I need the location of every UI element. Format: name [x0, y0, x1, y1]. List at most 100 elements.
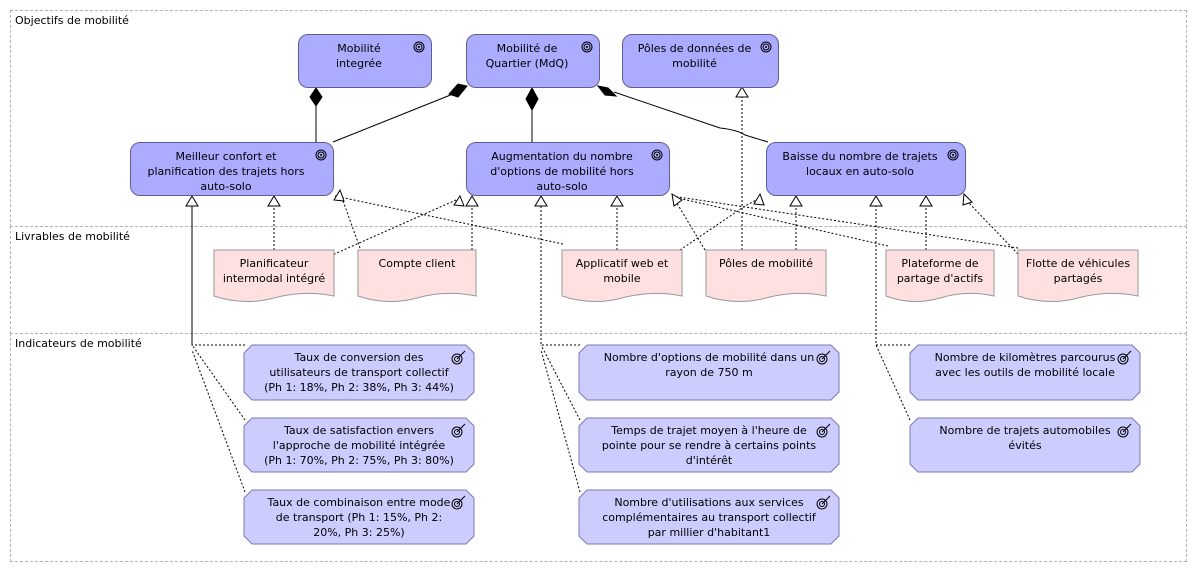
deliverable-planificateur[interactable]: Planificateur intermodal intégré: [214, 250, 334, 292]
goal-label: Augmentation du nombre d'options de mobi…: [490, 150, 634, 193]
goal-baisse-trajets[interactable]: Baisse du nombre de trajets locaux en au…: [766, 142, 966, 196]
edge-planificateur-options: [329, 199, 457, 257]
edge-flotte-baisse: [965, 199, 1019, 255]
arrowhead-baisse-b: [789, 195, 803, 207]
arrowhead-confort-left: [185, 195, 199, 207]
diamond-mdq-right: [596, 85, 618, 97]
edge-km-baisse: [875, 205, 910, 346]
diamond-integree: [309, 87, 323, 107]
outcome-label: Taux de conversion des utilisateurs de t…: [264, 351, 454, 394]
arrowhead-confort-mid: [267, 195, 281, 207]
target-icon: [413, 41, 425, 53]
outcome-shape-conversion: [243, 344, 475, 401]
deliverable-label: Compte client: [378, 256, 456, 270]
diamond-mdq-left: [448, 83, 468, 98]
target-arrow-icon: [1117, 350, 1132, 365]
goal-poles-donnees[interactable]: Pôles de données de mobilité: [622, 34, 779, 88]
composition-edges: [315, 91, 769, 143]
lane-label-livrables: Livrables de mobilité: [15, 230, 130, 243]
goal-augmentation-options[interactable]: Augmentation du nombre d'options de mobi…: [466, 142, 670, 196]
arrowhead-baisse-d: [919, 195, 933, 207]
composition-diamonds: [309, 83, 618, 112]
outcome-label: Nombre d'options de mobilité dans un ray…: [603, 351, 815, 379]
realization-arrowheads: [185, 86, 973, 207]
outcome-nb-options[interactable]: Nombre d'options de mobilité dans un ray…: [579, 345, 839, 385]
goal-label: Baisse du nombre de trajets locaux en au…: [782, 150, 938, 178]
outcome-label: Nombre d'utilisations aux services compl…: [602, 495, 816, 539]
target-arrow-icon: [451, 350, 466, 365]
lane-label-objectifs: Objectifs de mobilité: [15, 14, 129, 27]
deliverable-label: Applicatif web et mobile: [575, 257, 669, 285]
edge-confort-mdq: [332, 91, 459, 143]
target-icon: [760, 41, 772, 53]
deliverable-applicatif[interactable]: Applicatif web et mobile: [562, 250, 682, 292]
outcome-shape-trajets: [909, 417, 1141, 473]
edge-applicatif-confort: [334, 195, 564, 245]
outcome-trajets-evites[interactable]: Nombre de trajets automobiles évités: [910, 418, 1140, 458]
edge-poles-options: [674, 199, 706, 251]
outcome-shape-satisfaction: [243, 417, 475, 473]
target-icon: [947, 149, 959, 161]
goal-label: Pôles de données de mobilité: [637, 42, 752, 70]
deliverable-shape-plateforme: [885, 249, 995, 302]
outcome-label: Taux de satisfaction envers l'approche d…: [264, 423, 454, 467]
deliverable-shape-flotte: [1017, 249, 1139, 302]
target-arrow-icon: [816, 423, 831, 438]
deliverable-label: Flotte de véhicules partagés: [1025, 257, 1131, 285]
arrowhead-options-a: [453, 194, 465, 207]
arrowhead-options-e: [671, 193, 683, 207]
deliverable-shape-planificateur: [213, 249, 335, 302]
deliverable-shape-compte: [357, 249, 477, 302]
deliverable-label: Planificateur intermodal intégré: [222, 257, 326, 285]
arrowhead-poles-donnees: [735, 86, 749, 98]
target-arrow-icon: [451, 423, 466, 438]
target-icon: [581, 41, 593, 53]
deliverable-shape-poles: [705, 249, 827, 302]
outcome-combinaison[interactable]: Taux de combinaison entre mode de transp…: [244, 490, 474, 544]
target-arrow-icon: [816, 350, 831, 365]
edge-baisse-mdq: [613, 91, 769, 143]
target-icon: [315, 149, 327, 161]
edge-combinaison-confort: [191, 349, 246, 493]
outcome-utilisations[interactable]: Nombre d'utilisations aux services compl…: [579, 490, 839, 544]
target-arrow-icon: [1117, 423, 1132, 438]
outcome-label: Taux de combinaison entre mode de transp…: [267, 495, 451, 539]
goal-label: Meilleur confort et planification des tr…: [147, 150, 305, 193]
goal-meilleur-confort[interactable]: Meilleur confort et planification des tr…: [130, 142, 334, 196]
goal-mobilite-quartier[interactable]: Mobilité de Quartier (MdQ): [466, 34, 600, 88]
arrowhead-baisse-e: [962, 192, 973, 206]
arrowhead-baisse-a: [753, 192, 765, 206]
edge-applicatif-baisse: [679, 197, 761, 251]
lane-indicateurs: Indicateurs de mobilité: [10, 333, 1187, 562]
outcome-target-icons: [451, 350, 1132, 510]
target-arrow-icon: [816, 495, 831, 510]
outcome-label: Nombre de trajets automobiles évités: [939, 424, 1111, 452]
outcome-satisfaction[interactable]: Taux de satisfaction envers l'approche d…: [244, 418, 474, 472]
deliverable-flotte[interactable]: Flotte de véhicules partagés: [1018, 250, 1138, 292]
deliverable-compte-client[interactable]: Compte client: [358, 250, 476, 276]
arrowhead-options-c: [534, 195, 548, 207]
outcome-temps-trajet[interactable]: Temps de trajet moyen à l'heure de point…: [579, 418, 839, 472]
arrowhead-options-d: [610, 195, 624, 207]
target-icon: [651, 149, 663, 161]
lane-label-indicateurs: Indicateurs de mobilité: [15, 337, 142, 350]
deliverable-poles-mobilite[interactable]: Pôles de mobilité: [706, 250, 826, 276]
arrowhead-confort-right: [333, 188, 345, 202]
goal-label: Mobilité de Quartier (MdQ): [485, 42, 569, 70]
outcome-shape-temps: [578, 417, 840, 473]
deliverable-label: Plateforme de partage d'actifs: [896, 257, 984, 285]
goal-mobilite-integree[interactable]: Mobilité integrée: [298, 34, 432, 88]
goal-label: Mobilité integrée: [336, 42, 382, 70]
arrowhead-options-b: [465, 195, 479, 207]
outcome-conversion[interactable]: Taux de conversion des utilisateurs de t…: [244, 345, 474, 400]
diamond-mdq-center: [525, 86, 539, 112]
deliverable-shape-applicatif: [561, 249, 683, 302]
edge-satisfaction-confort: [191, 344, 246, 421]
outcome-km-parcourus[interactable]: Nombre de kilomètres parcourus avec les …: [910, 345, 1140, 385]
outcome-label: Nombre de kilomètres parcourus avec les …: [934, 351, 1116, 379]
outcome-shape-combinaison: [243, 489, 475, 545]
deliverable-label: Pôles de mobilité: [719, 256, 813, 270]
deliverable-plateforme[interactable]: Plateforme de partage d'actifs: [886, 250, 994, 292]
outcome-shape-nboptions: [578, 344, 840, 401]
